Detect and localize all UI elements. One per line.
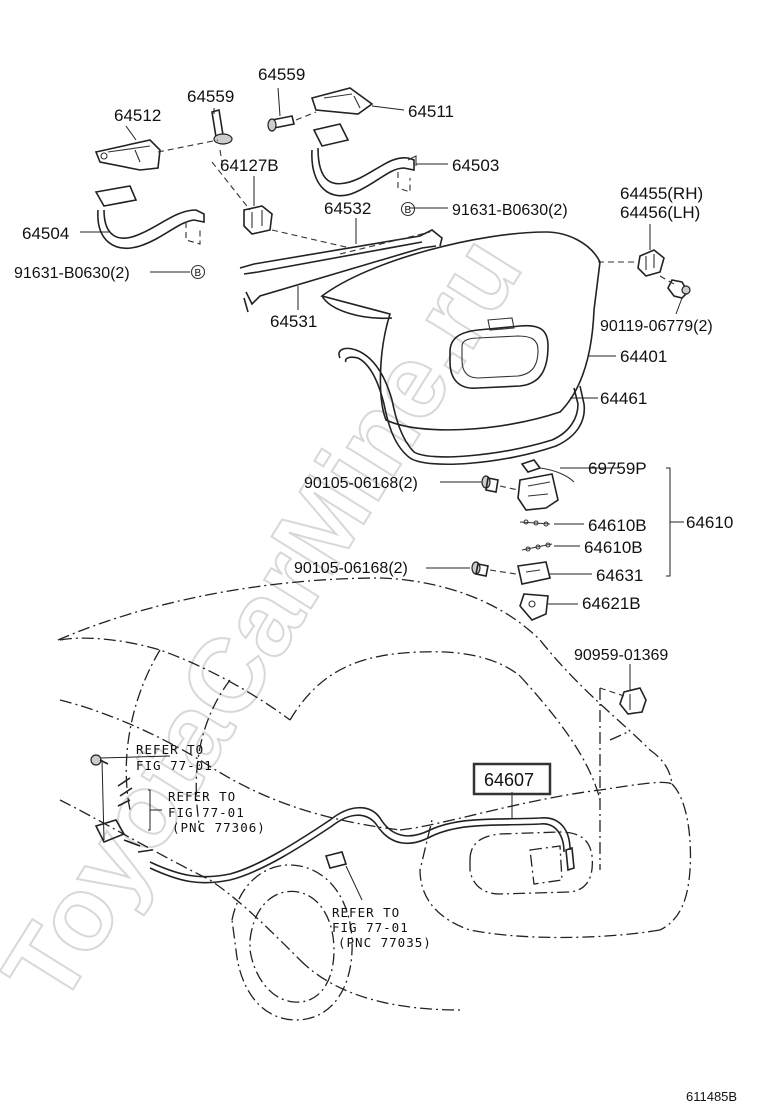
- label-64610: 64610: [686, 513, 733, 532]
- torsion-bar-64532: [239, 229, 443, 275]
- diagram-code: 611485B: [686, 1089, 737, 1104]
- label-64503: 64503: [452, 156, 499, 175]
- highlight-box-64607[interactable]: [472, 762, 552, 796]
- badge-b-right: [400, 201, 416, 217]
- weatherstrip-64461: [338, 347, 586, 465]
- clip-64127B: [243, 205, 273, 235]
- lock-assembly-69759P: [517, 459, 575, 511]
- badge-b-left: [190, 264, 206, 280]
- hinge-arm-64503: [311, 123, 417, 197]
- ref1-line2: FIG 77-01: [136, 758, 213, 773]
- label-90959: 90959-01369: [574, 647, 668, 664]
- label-90105-upper: 90105-06168(2): [304, 475, 418, 492]
- label-91631-left: 91631-B0630(2): [14, 265, 130, 282]
- ref3-line2: FIG 77-01: [332, 920, 409, 935]
- label-64607[interactable]: 64607: [484, 770, 534, 790]
- label-91631-right: 91631-B0630(2): [452, 202, 568, 219]
- cushion-64455: [637, 249, 665, 277]
- hinge-bracket-64511: [310, 87, 374, 115]
- ref2-line3: (PNC 77306): [172, 820, 266, 835]
- label-64455-rh: 64455(RH): [620, 184, 703, 203]
- label-64610B-upper: 64610B: [588, 516, 647, 535]
- label-64559-left: 64559: [187, 87, 234, 106]
- watermark: ToyotaCarMine.ru: [0, 217, 544, 1022]
- ref2-line1: REFER TO: [168, 789, 236, 804]
- release-cable-64607: [149, 806, 575, 884]
- label-64127B: 64127B: [220, 156, 279, 175]
- torsion-bar-64531: [243, 245, 437, 313]
- label-64456-lh: 64456(LH): [620, 203, 700, 222]
- bolt-90105-lower: [471, 561, 489, 577]
- label-64461: 64461: [600, 389, 647, 408]
- label-64401: 64401: [620, 347, 667, 366]
- switch-90959: [619, 687, 647, 715]
- rod-64610B-b: [521, 542, 553, 552]
- label-90105-lower: 90105-06168(2): [294, 560, 408, 577]
- label-64559-right: 64559: [258, 65, 305, 84]
- label-90119: 90119-06779(2): [600, 318, 713, 335]
- rod-64610B-a: [519, 519, 551, 527]
- label-64512: 64512: [114, 106, 161, 125]
- badge-b-right-text: B: [405, 205, 412, 216]
- bolt-64559-right: [267, 115, 295, 132]
- label-64531: 64531: [270, 312, 317, 331]
- ref3-line3: (PNC 77035): [338, 935, 432, 950]
- ref1-line1: REFER TO: [136, 742, 204, 757]
- label-64504: 64504: [22, 224, 69, 243]
- label-69759P: 69759P: [588, 459, 647, 478]
- label-64621B: 64621B: [582, 594, 641, 613]
- striker-cover-64621B: [519, 593, 549, 621]
- ref3-line1: REFER TO: [332, 905, 400, 920]
- striker-64631: [517, 561, 551, 585]
- hinge-arm-64504: [94, 185, 205, 249]
- label-64511: 64511: [408, 102, 454, 121]
- label-64610B-lower: 64610B: [584, 538, 643, 557]
- luggage-compartment-door-64401: [320, 231, 601, 431]
- label-64532: 64532: [324, 199, 371, 218]
- bolt-64559-left: [211, 108, 233, 145]
- bolt-90105-upper: [481, 475, 499, 493]
- badge-b-left-text: B: [195, 268, 202, 279]
- hinge-bracket-64512: [94, 139, 161, 171]
- leader-lines: [80, 87, 684, 901]
- door-lock-parts: [90, 754, 153, 853]
- ref2-line2: FIG 77-01: [168, 805, 245, 820]
- label-64631: 64631: [596, 566, 643, 585]
